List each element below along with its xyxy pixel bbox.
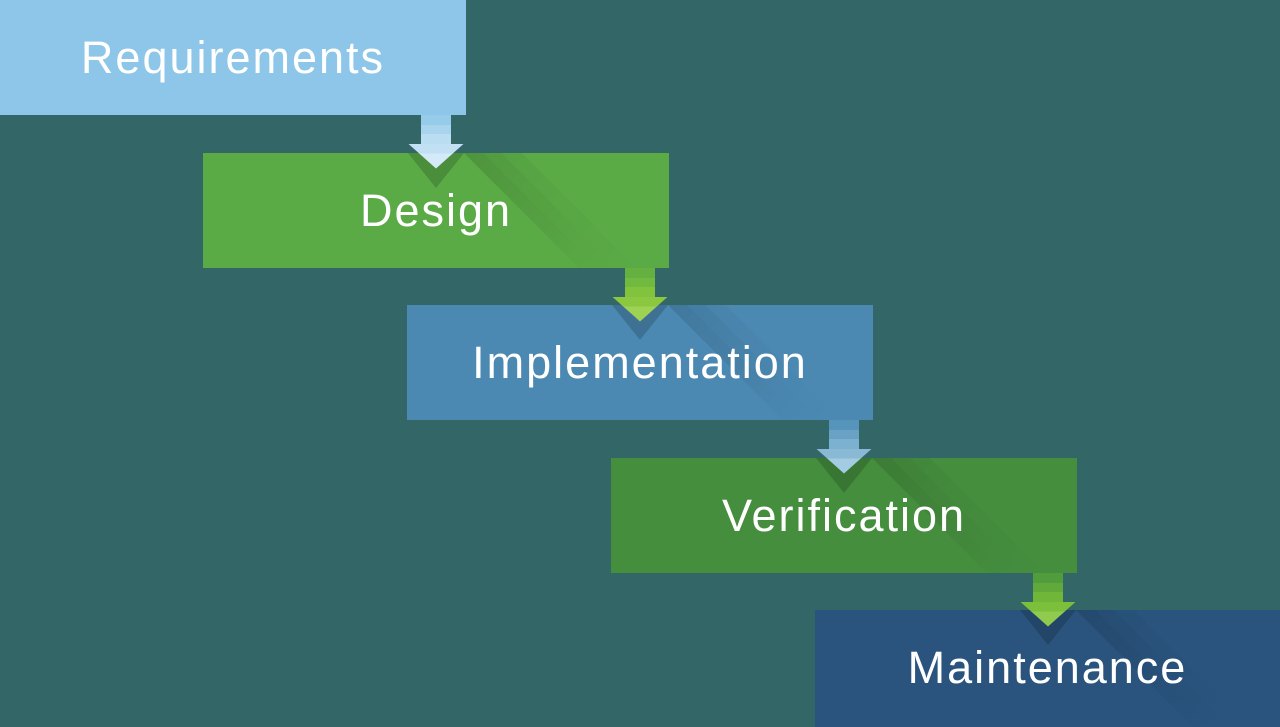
stage-design: Design <box>203 153 669 268</box>
down-arrow-icon-verification-to-maintenance <box>1020 573 1076 627</box>
arrow-band <box>625 268 655 278</box>
stage-implementation: Implementation <box>407 305 873 420</box>
stage-verification: Verification <box>611 458 1077 573</box>
arrow-band <box>421 115 451 125</box>
arrow-band <box>829 420 859 430</box>
arrow-band <box>829 429 859 439</box>
down-arrow-icon-requirements-to-design <box>408 115 464 169</box>
arrow-head <box>816 448 872 474</box>
arrow-band <box>421 134 451 144</box>
stage-label-requirements: Requirements <box>80 31 386 83</box>
arrow-band <box>1033 573 1063 583</box>
arrow-head <box>408 143 464 169</box>
arrow-band <box>625 277 655 287</box>
arrow-band <box>829 439 859 449</box>
arrow-band <box>1033 592 1063 602</box>
stage-label-implementation: Implementation <box>472 336 808 388</box>
stage-label-maintenance: Maintenance <box>907 641 1188 693</box>
stage-requirements: Requirements <box>0 0 466 115</box>
arrow-band <box>625 287 655 297</box>
arrow-head <box>612 296 668 322</box>
arrow-band <box>421 124 451 134</box>
arrow-head <box>1020 601 1076 627</box>
down-arrow-icon-design-to-implementation <box>612 268 668 322</box>
stage-label-design: Design <box>359 184 513 236</box>
down-arrow-icon-implementation-to-verification <box>816 420 872 474</box>
arrow-band <box>1033 582 1063 592</box>
stage-label-verification: Verification <box>721 489 967 541</box>
stage-maintenance: Maintenance <box>815 610 1280 727</box>
